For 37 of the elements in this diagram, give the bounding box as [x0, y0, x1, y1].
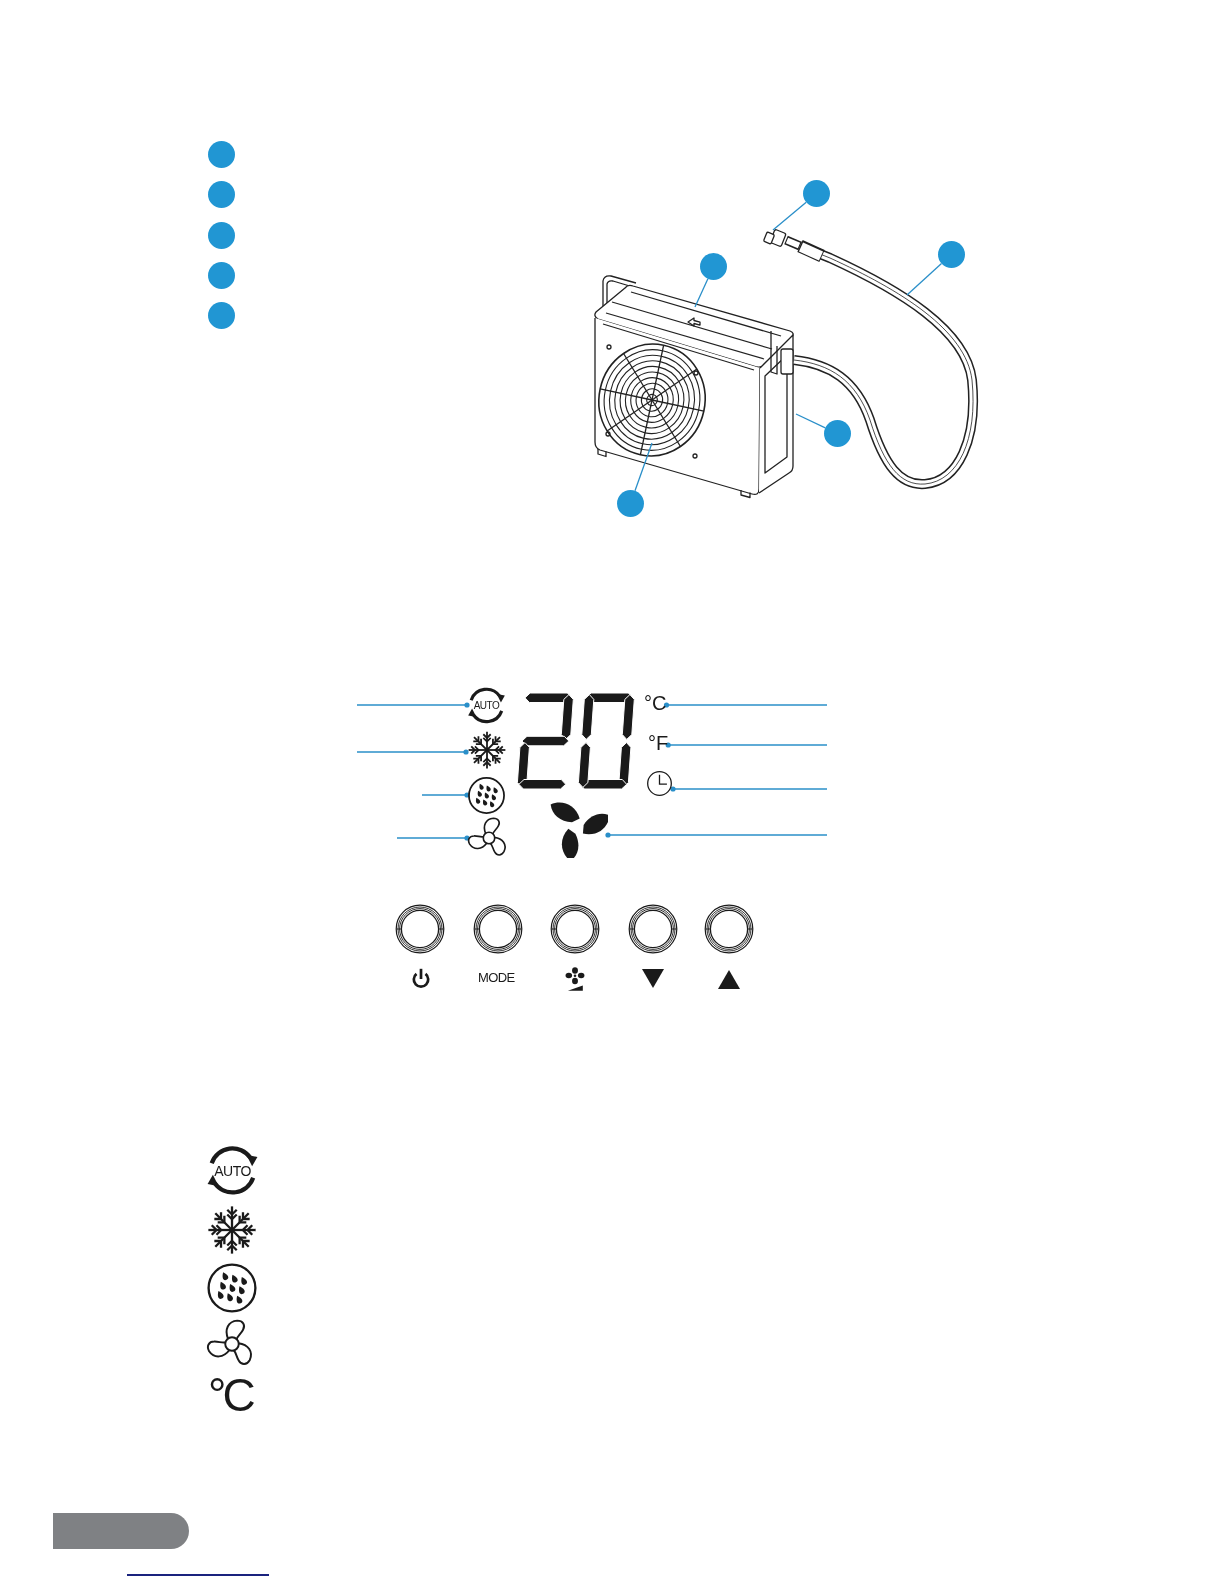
fahrenheit-unit: °F	[648, 733, 669, 753]
celsius-symbol: °C	[208, 1372, 252, 1418]
leader-line	[795, 413, 826, 429]
callout-marker	[803, 180, 830, 207]
leader-line	[605, 832, 828, 838]
leader-line	[772, 201, 807, 231]
clock-icon	[646, 770, 673, 797]
leader-line	[634, 442, 653, 492]
water-drops-icon	[467, 776, 506, 815]
leader-line	[396, 835, 470, 841]
touch-button	[704, 904, 754, 954]
touch-button	[395, 904, 445, 954]
touch-button	[627, 904, 678, 954]
leader-line	[665, 742, 828, 748]
leader-line	[694, 278, 709, 308]
callout-marker	[700, 253, 727, 280]
leader-line	[663, 702, 828, 708]
callout-marker	[824, 420, 851, 447]
callout-marker	[938, 241, 965, 268]
snowflake-icon	[466, 729, 508, 771]
mode-label: MODE	[478, 971, 515, 984]
leader-line	[356, 749, 469, 755]
callout-marker	[208, 262, 235, 289]
callout-marker	[208, 181, 235, 208]
auto-text: AUTO	[473, 700, 500, 711]
leader-line	[670, 786, 828, 792]
leader-line	[421, 792, 470, 798]
leader-line	[906, 262, 943, 296]
celsius-unit: °C	[644, 693, 667, 713]
touch-button	[550, 904, 600, 954]
callout-marker	[208, 302, 235, 329]
callout-marker	[208, 222, 235, 249]
auto-text: AUTO	[214, 1163, 251, 1178]
leader-line	[356, 702, 470, 708]
callout-marker	[208, 141, 235, 168]
callout-marker	[617, 490, 644, 517]
touch-button	[472, 904, 523, 954]
